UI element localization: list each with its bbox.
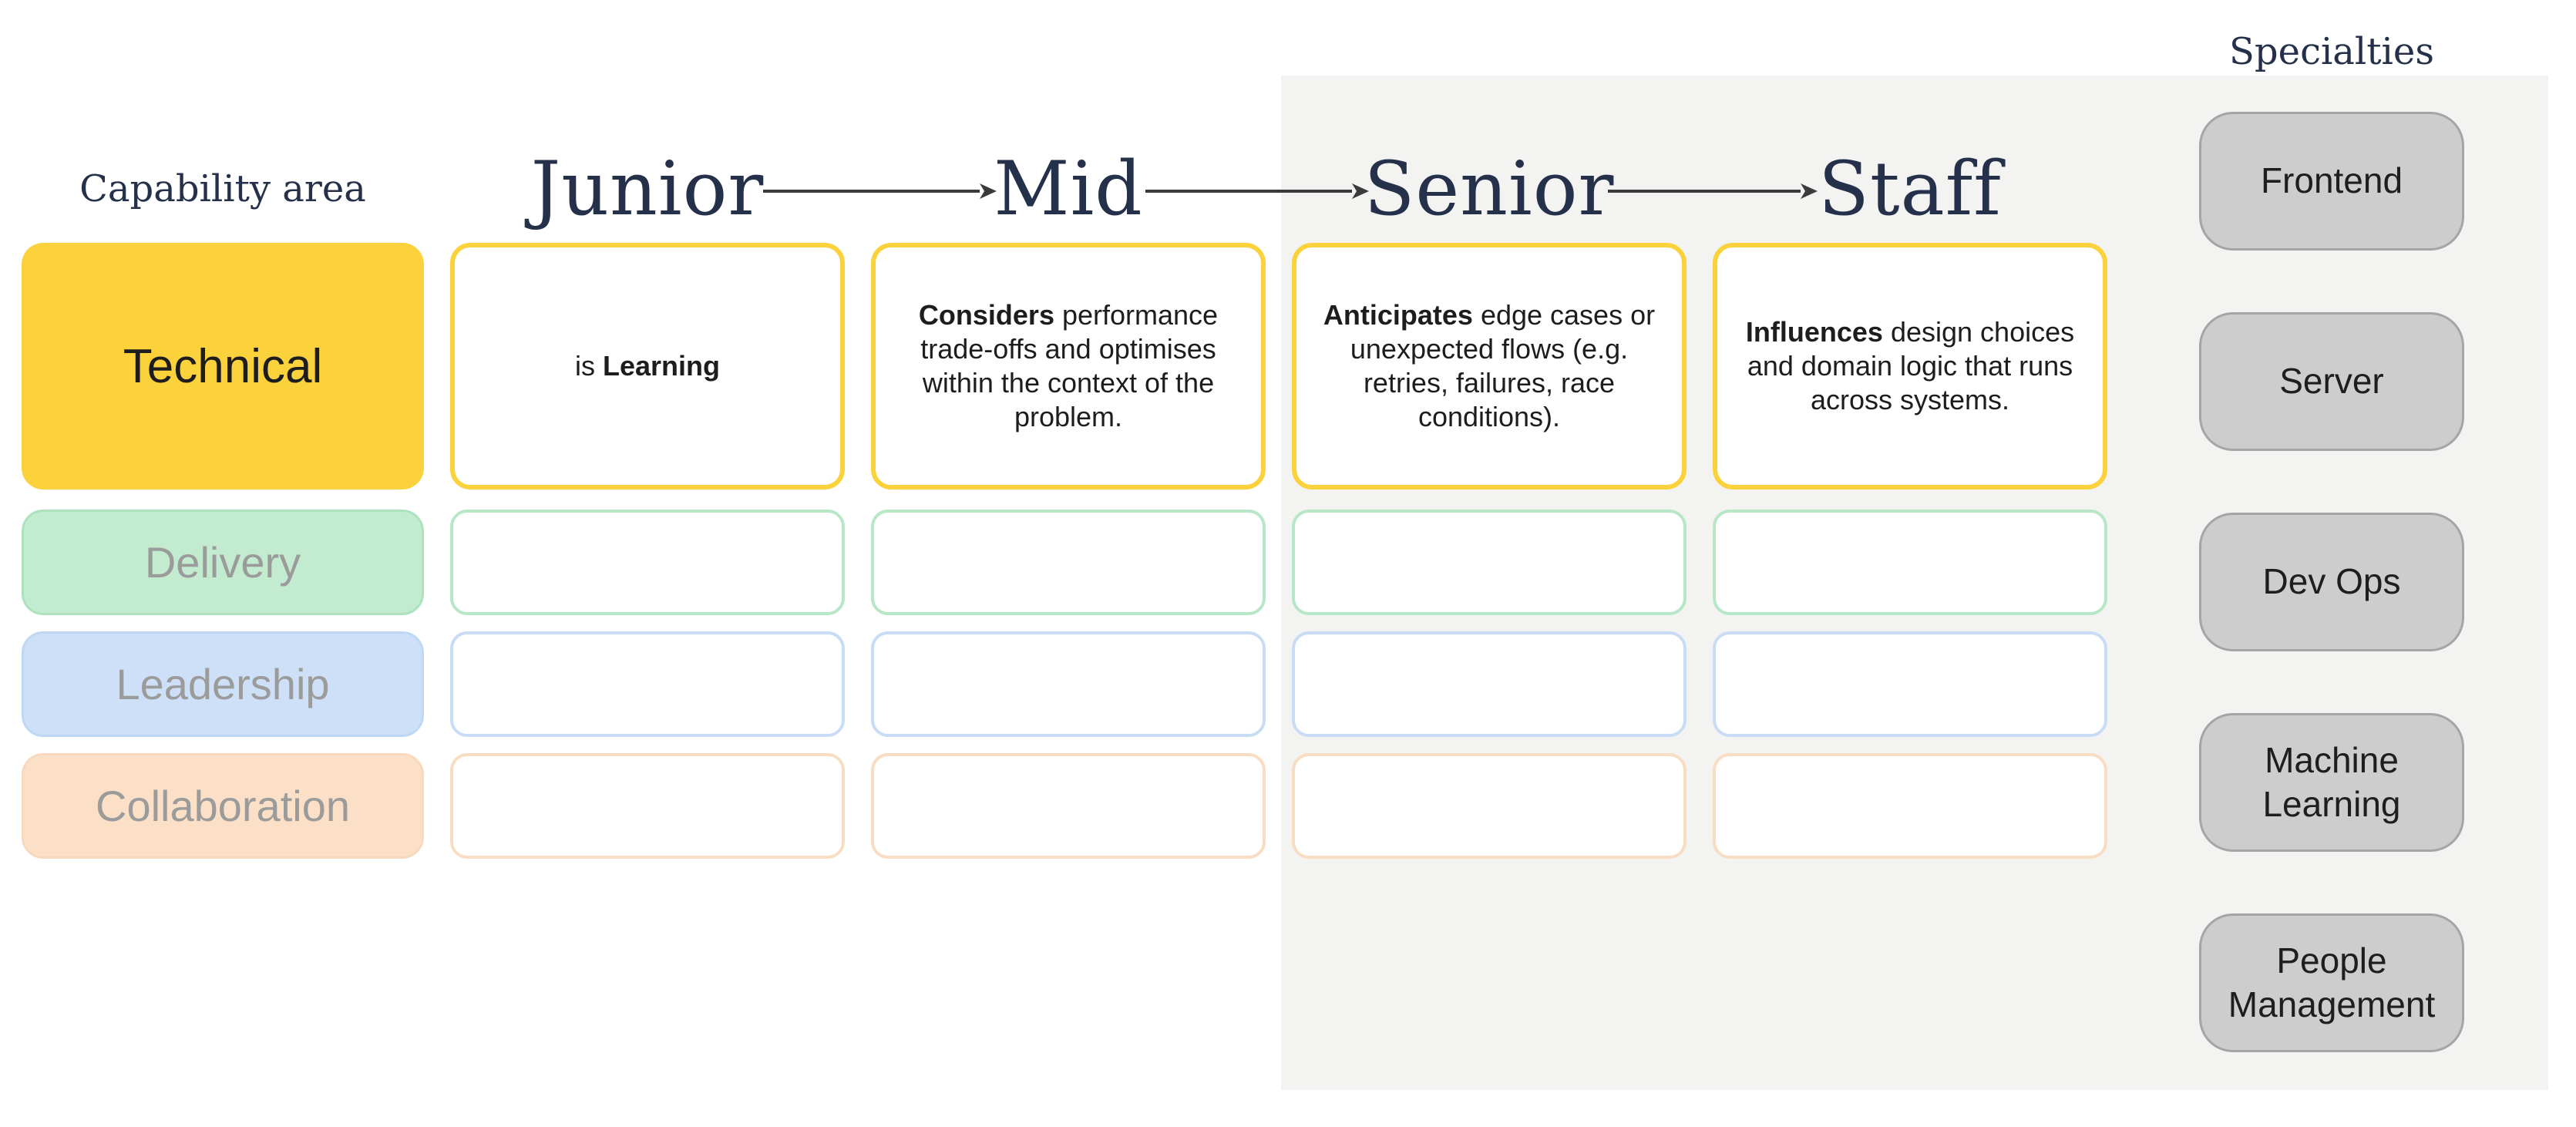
specialty-pill-frontend[interactable]: Frontend	[2199, 112, 2464, 251]
cell-leadership-staff[interactable]	[1713, 631, 2107, 737]
cell-collaboration-junior[interactable]	[450, 753, 845, 859]
cell-text: is Learning	[574, 350, 720, 382]
row-label-leadership[interactable]: Leadership	[22, 631, 424, 737]
cell-delivery-junior[interactable]	[450, 510, 845, 615]
row-label-collaboration[interactable]: Collaboration	[22, 753, 424, 859]
cell-leadership-mid[interactable]	[871, 631, 1266, 737]
cell-delivery-mid[interactable]	[871, 510, 1266, 615]
cell-technical-mid[interactable]: Considers performance trade-offs and opt…	[871, 243, 1266, 489]
level-header-senior: Senior	[1364, 146, 1615, 232]
cell-technical-junior[interactable]: is Learning	[450, 243, 845, 489]
cell-text: Anticipates edge cases or unexpected flo…	[1323, 299, 1656, 432]
cell-leadership-junior[interactable]	[450, 631, 845, 737]
specialties-title: Specialties	[2229, 30, 2434, 73]
row-label-technical[interactable]: Technical	[22, 243, 424, 489]
level-header-staff: Staff	[1818, 146, 2002, 232]
specialty-pill-dev-ops[interactable]: Dev Ops	[2199, 513, 2464, 651]
arrow-senior-to-staff-icon	[1608, 183, 1818, 199]
level-header-mid: Mid	[994, 146, 1143, 232]
cell-text: Influences design choices and domain log…	[1745, 316, 2075, 415]
arrow-mid-to-senior-icon	[1145, 183, 1369, 199]
capability-area-title: Capability area	[79, 167, 366, 210]
cell-delivery-staff[interactable]	[1713, 510, 2107, 615]
cell-technical-senior[interactable]: Anticipates edge cases or unexpected flo…	[1292, 243, 1687, 489]
row-label-delivery[interactable]: Delivery	[22, 510, 424, 615]
cell-technical-staff[interactable]: Influences design choices and domain log…	[1713, 243, 2107, 489]
level-header-junior: Junior	[530, 146, 765, 232]
specialty-pill-server[interactable]: Server	[2199, 312, 2464, 451]
cell-text: Considers performance trade-offs and opt…	[918, 299, 1219, 432]
cell-collaboration-staff[interactable]	[1713, 753, 2107, 859]
cell-collaboration-mid[interactable]	[871, 753, 1266, 859]
specialty-pill-people-management[interactable]: People Management	[2199, 913, 2464, 1052]
cell-delivery-senior[interactable]	[1292, 510, 1687, 615]
arrow-junior-to-mid-icon	[763, 183, 997, 199]
specialty-pill-machine-learning[interactable]: Machine Learning	[2199, 713, 2464, 852]
cell-leadership-senior[interactable]	[1292, 631, 1687, 737]
cell-collaboration-senior[interactable]	[1292, 753, 1687, 859]
